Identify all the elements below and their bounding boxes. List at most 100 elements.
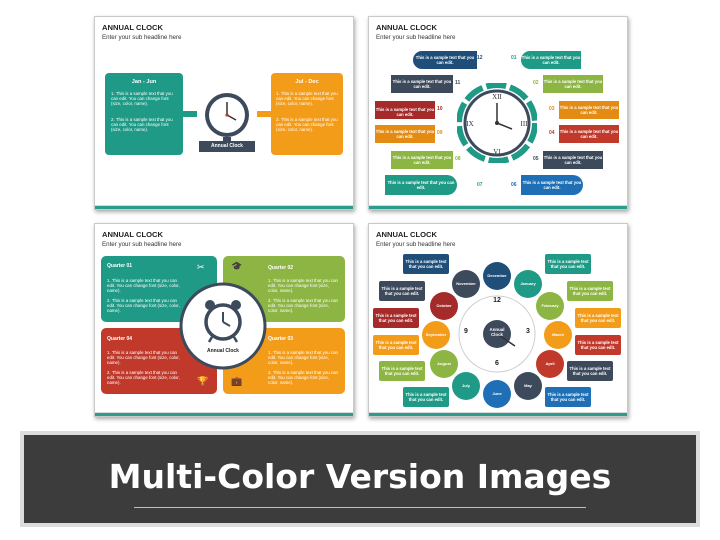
month-november: November <box>452 270 480 298</box>
num-06: 06 <box>511 182 517 188</box>
quarter-02-panel: 🎓 Quarter 02 1. This is a sample text th… <box>223 256 345 322</box>
slide-title: ANNUAL CLOCK <box>376 23 438 32</box>
num-03: 03 <box>549 106 555 112</box>
month-december: December <box>483 262 511 290</box>
month-june: June <box>483 380 511 408</box>
pill-01: This is a sample text that you can edit. <box>521 51 581 69</box>
banner-panel: Multi-Color Version Images <box>24 435 696 523</box>
box-right-2: This is a sample text that you can edit. <box>567 281 613 301</box>
svg-text:VI: VI <box>493 148 501 156</box>
footer-rule <box>369 412 627 413</box>
footer-bar <box>369 413 627 416</box>
box-left-4: This is a sample text that you can edit. <box>373 335 419 355</box>
box-right-3: This is a sample text that you can edit. <box>575 308 621 328</box>
box-right-6: This is a sample text that you can edit. <box>545 387 591 407</box>
footer-rule <box>369 205 627 206</box>
num-05: 05 <box>533 156 539 162</box>
right-bullet-2: 2. This is a sample text that you can ed… <box>276 117 338 133</box>
trophy-icon: 🏆 <box>197 376 209 386</box>
q4-bullet-2: 2. This is a sample text that you can ed… <box>107 370 180 386</box>
right-panel: Jul - Dec 1. This is a sample text that … <box>271 73 343 155</box>
banner-title: Multi-Color Version Images <box>108 457 612 496</box>
slide-thumbnail-1[interactable]: ANNUAL CLOCK Enter your sub headline her… <box>94 16 354 210</box>
q3-bullet-1: 1. This is a sample text that you can ed… <box>268 350 338 366</box>
slide-thumbnail-2[interactable]: ANNUAL CLOCK Enter your sub headline her… <box>368 16 628 210</box>
graduation-cap-icon: 🎓 <box>231 261 243 271</box>
pill-05: This is a sample text that you can edit. <box>543 151 603 169</box>
banner-divider <box>134 507 586 508</box>
pill-02: This is a sample text that you can edit. <box>543 75 603 93</box>
alarm-clock-icon <box>179 282 267 370</box>
q2-bullet-2: 2. This is a sample text that you can ed… <box>268 298 338 314</box>
clock-icon <box>205 93 249 142</box>
q1-bullet-1: 1. This is a sample text that you can ed… <box>107 278 180 294</box>
dial-9: 9 <box>464 328 468 335</box>
month-october: October <box>430 292 458 320</box>
quarter-04-title: Quarter 04 <box>107 336 133 342</box>
slide-subtitle: Enter your sub headline here <box>376 34 456 41</box>
slide-thumbnail-3[interactable]: ANNUAL CLOCK Enter your sub headline her… <box>94 223 354 417</box>
footer-bar <box>95 206 353 209</box>
left-bullet-1: 1. This is a sample text that you can ed… <box>111 91 173 107</box>
quarter-03-title: Quarter 03 <box>268 336 294 342</box>
dial-12: 12 <box>493 297 501 304</box>
clock-label: Annual Clock <box>207 348 239 354</box>
month-february: February <box>536 292 564 320</box>
svg-text:IX: IX <box>466 120 473 128</box>
month-july: July <box>452 372 480 400</box>
month-september: September <box>422 321 450 349</box>
pill-03: This is a sample text that you can edit. <box>559 101 619 119</box>
clock-face-icon <box>458 295 536 373</box>
box-left-3: This is a sample text that you can edit. <box>373 308 419 328</box>
slide-thumbnail-4[interactable]: ANNUAL CLOCK Enter your sub headline her… <box>368 223 628 417</box>
center-label: Annual Clock <box>489 327 505 337</box>
clock-label: Annual Clock <box>199 141 255 152</box>
box-left-2: This is a sample text that you can edit. <box>379 281 425 301</box>
box-left-1: This is a sample text that you can edit. <box>403 254 449 274</box>
num-08: 08 <box>455 156 461 162</box>
pill-06: This is a sample text that you can edit. <box>521 175 583 195</box>
connector-right <box>257 111 271 117</box>
month-january: January <box>514 270 542 298</box>
slide-title: ANNUAL CLOCK <box>102 230 164 239</box>
pill-11: This is a sample text that you can edit. <box>391 75 453 93</box>
box-left-5: This is a sample text that you can edit. <box>379 361 425 381</box>
svg-text:XII: XII <box>492 93 502 101</box>
q3-bullet-2: 2. This is a sample text that you can ed… <box>268 370 338 386</box>
tools-icon: ✂ <box>197 262 205 272</box>
box-left-6: This is a sample text that you can edit. <box>403 387 449 407</box>
q1-bullet-2: 2. This is a sample text that you can ed… <box>107 298 180 314</box>
num-12: 12 <box>477 55 483 61</box>
box-right-1: This is a sample text that you can edit. <box>545 254 591 274</box>
pill-12: This is a sample text that you can edit. <box>413 51 477 69</box>
briefcase-icon: 💼 <box>231 376 243 386</box>
month-may: May <box>514 372 542 400</box>
left-panel-header: Jan - Jun <box>131 79 157 85</box>
month-march: March <box>544 321 572 349</box>
num-04: 04 <box>549 130 555 136</box>
slide-title: ANNUAL CLOCK <box>102 23 164 32</box>
right-bullet-1: 1. This is a sample text that you can ed… <box>276 91 338 107</box>
box-right-5: This is a sample text that you can edit. <box>567 361 613 381</box>
slide-subtitle: Enter your sub headline here <box>102 241 182 248</box>
slide-subtitle: Enter your sub headline here <box>102 34 182 41</box>
left-panel: Jan - Jun 1. This is a sample text that … <box>105 73 183 155</box>
pill-07: This is a sample text that you can edit. <box>385 175 457 195</box>
q4-bullet-1: 1. This is a sample text that you can ed… <box>107 350 180 366</box>
quarter-02-title: Quarter 02 <box>268 265 294 271</box>
slide-title: ANNUAL CLOCK <box>376 230 438 239</box>
banner: Multi-Color Version Images <box>20 431 700 527</box>
dial-3: 3 <box>526 328 530 335</box>
left-bullet-2: 2. This is a sample text that you can ed… <box>111 117 173 133</box>
pill-04: This is a sample text that you can edit. <box>559 125 619 143</box>
right-panel-header: Jul - Dec <box>295 79 319 85</box>
q2-bullet-1: 1. This is a sample text that you can ed… <box>268 278 338 294</box>
dial-6: 6 <box>495 360 499 367</box>
slide-subtitle: Enter your sub headline here <box>376 241 456 248</box>
num-10: 10 <box>437 106 443 112</box>
pill-10: This is a sample text that you can edit. <box>375 101 435 119</box>
month-april: April <box>536 350 564 378</box>
pill-08: This is a sample text that you can edit. <box>391 151 453 169</box>
connector-left <box>183 111 197 117</box>
box-right-4: This is a sample text that you can edit. <box>575 335 621 355</box>
